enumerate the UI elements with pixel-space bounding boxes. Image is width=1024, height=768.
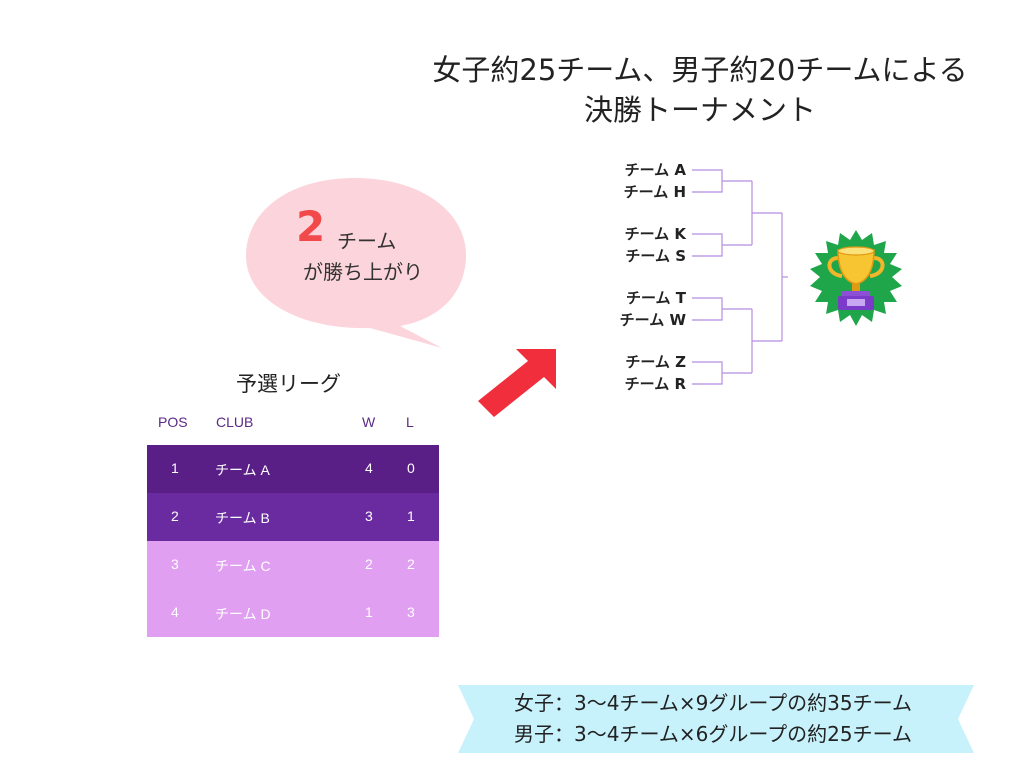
table-row: 1 チーム A 4 0 [147,445,439,493]
cell-pos: 2 [171,508,179,524]
header-club: CLUB [216,414,254,430]
cell-club: チーム C [215,558,271,574]
tournament-bracket [692,169,788,385]
title-line-2: 決勝トーナメント [583,93,816,127]
arrow-icon [478,349,556,417]
header-losses: L [406,414,414,430]
cell-pos: 4 [171,604,179,620]
bubble-text-line-2: が勝ち上がり [303,260,423,284]
page-title: 女子約25チーム、男子約20チームによる 決勝トーナメント [380,50,1020,130]
trophy-icon [810,230,902,326]
league-table: 1 チーム A 4 0 2 チーム B 3 1 3 チーム C 2 2 4 チー… [147,445,439,637]
cell-club: チーム A [215,462,270,478]
bracket-team-1: チーム A [624,161,686,179]
table-row: 4 チーム D 1 3 [147,589,439,637]
note-line-men: 男子：3〜4チーム×6グループの約25チーム [514,722,912,746]
speech-bubble [246,178,467,348]
header-wins: W [362,414,376,430]
cell-club: チーム B [215,510,270,526]
bracket-team-4: チーム S [625,247,686,265]
cell-losses: 1 [407,508,415,524]
cell-pos: 1 [171,460,179,476]
note-banner [458,685,974,753]
bracket-team-2: チーム H [623,183,686,201]
bracket-team-6: チーム W [619,311,686,329]
note-line-women: 女子：3〜4チーム×9グループの約35チーム [514,691,912,715]
league-title: 予選リーグ [236,372,341,396]
cell-losses: 0 [407,460,415,476]
cell-wins: 4 [365,460,373,476]
cell-losses: 3 [407,604,415,620]
bubble-text-line-1: チーム [337,229,397,253]
bracket-team-8: チーム R [624,375,686,393]
cell-wins: 1 [365,604,373,620]
bracket-team-5: チーム T [625,289,686,307]
note-text: 女子：3〜4チーム×9グループの約35チーム 男子：3〜4チーム×6グループの約… [514,688,912,750]
bracket-team-3: チーム K [624,225,686,243]
table-row: 3 チーム C 2 2 [147,541,439,589]
table-row: 2 チーム B 3 1 [147,493,439,541]
title-line-1: 女子約25チーム、男子約20チームによる [432,53,968,87]
cell-club: チーム D [215,606,271,622]
cell-wins: 2 [365,556,373,572]
bracket-team-7: チーム Z [625,353,686,371]
header-pos: POS [158,414,188,430]
advancing-count: 2 [296,202,326,251]
cell-wins: 3 [365,508,373,524]
cell-pos: 3 [171,556,179,572]
cell-losses: 2 [407,556,415,572]
